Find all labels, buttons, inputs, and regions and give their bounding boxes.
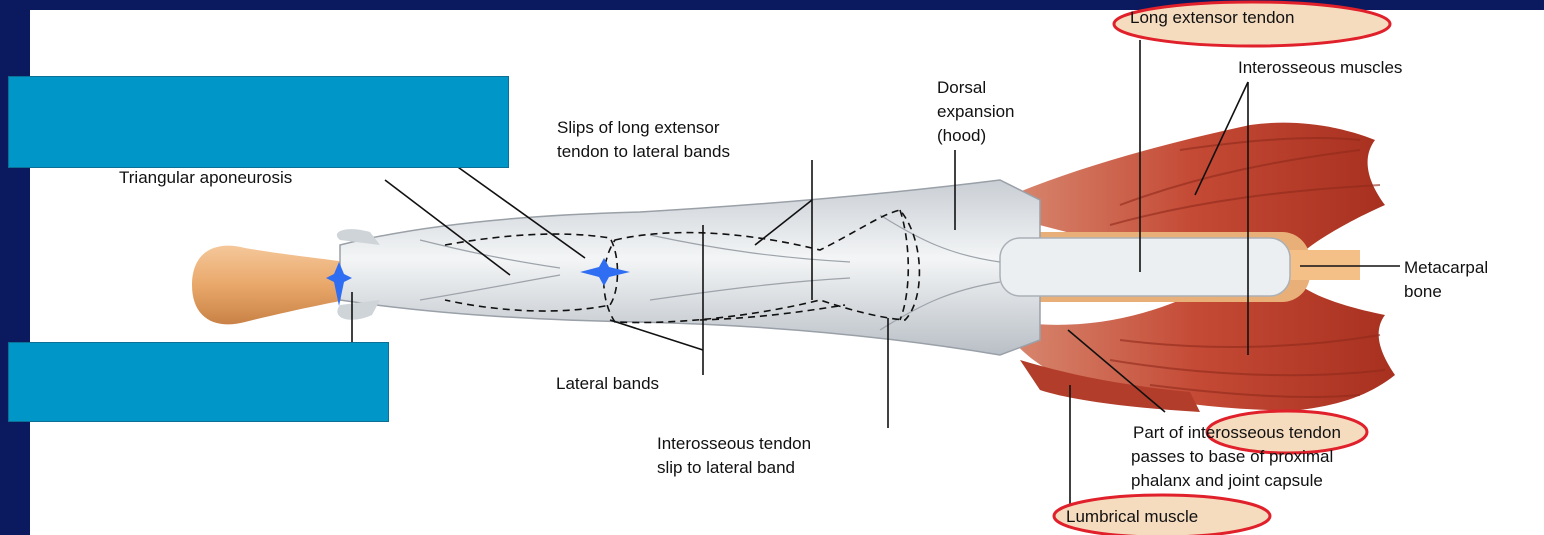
label-long-extensor-tendon: Long extensor tendon (1130, 6, 1294, 30)
label-passes-to-base: passes to base of proximal phalanx and j… (1131, 445, 1333, 493)
label-triangular-aponeurosis: Triangular aponeurosis (119, 166, 292, 190)
label-slips-of-long-extensor: Slips of long extensor tendon to lateral… (557, 116, 730, 164)
label-part-of-interosseous-tendon: Part of interosseous tendon (1133, 421, 1341, 445)
label-tendon-word: tendon (1284, 423, 1341, 442)
cover-box-top (8, 76, 509, 168)
label-interosseous-tendon-slip: Interosseous tendon slip to lateral band (657, 432, 811, 480)
label-interosseous-muscles: Interosseous muscles (1238, 56, 1402, 80)
label-dorsal-expansion: Dorsal expansion (hood) (937, 76, 1015, 148)
label-lateral-bands: Lateral bands (556, 372, 659, 396)
label-metacarpal-bone: Metacarpal bone (1404, 256, 1488, 304)
label-part-of: Part of (1133, 423, 1188, 442)
label-lumbrical-muscle: Lumbrical muscle (1066, 505, 1198, 529)
distal-phalanx-tip (192, 246, 345, 325)
metacarpal-head (1280, 250, 1360, 280)
cover-box-bottom (8, 342, 389, 422)
extensor-tendon-complex (340, 180, 1040, 355)
label-interosseous-word: interosseous (1188, 423, 1284, 442)
long-extensor-tendon-shaft (1000, 238, 1290, 296)
